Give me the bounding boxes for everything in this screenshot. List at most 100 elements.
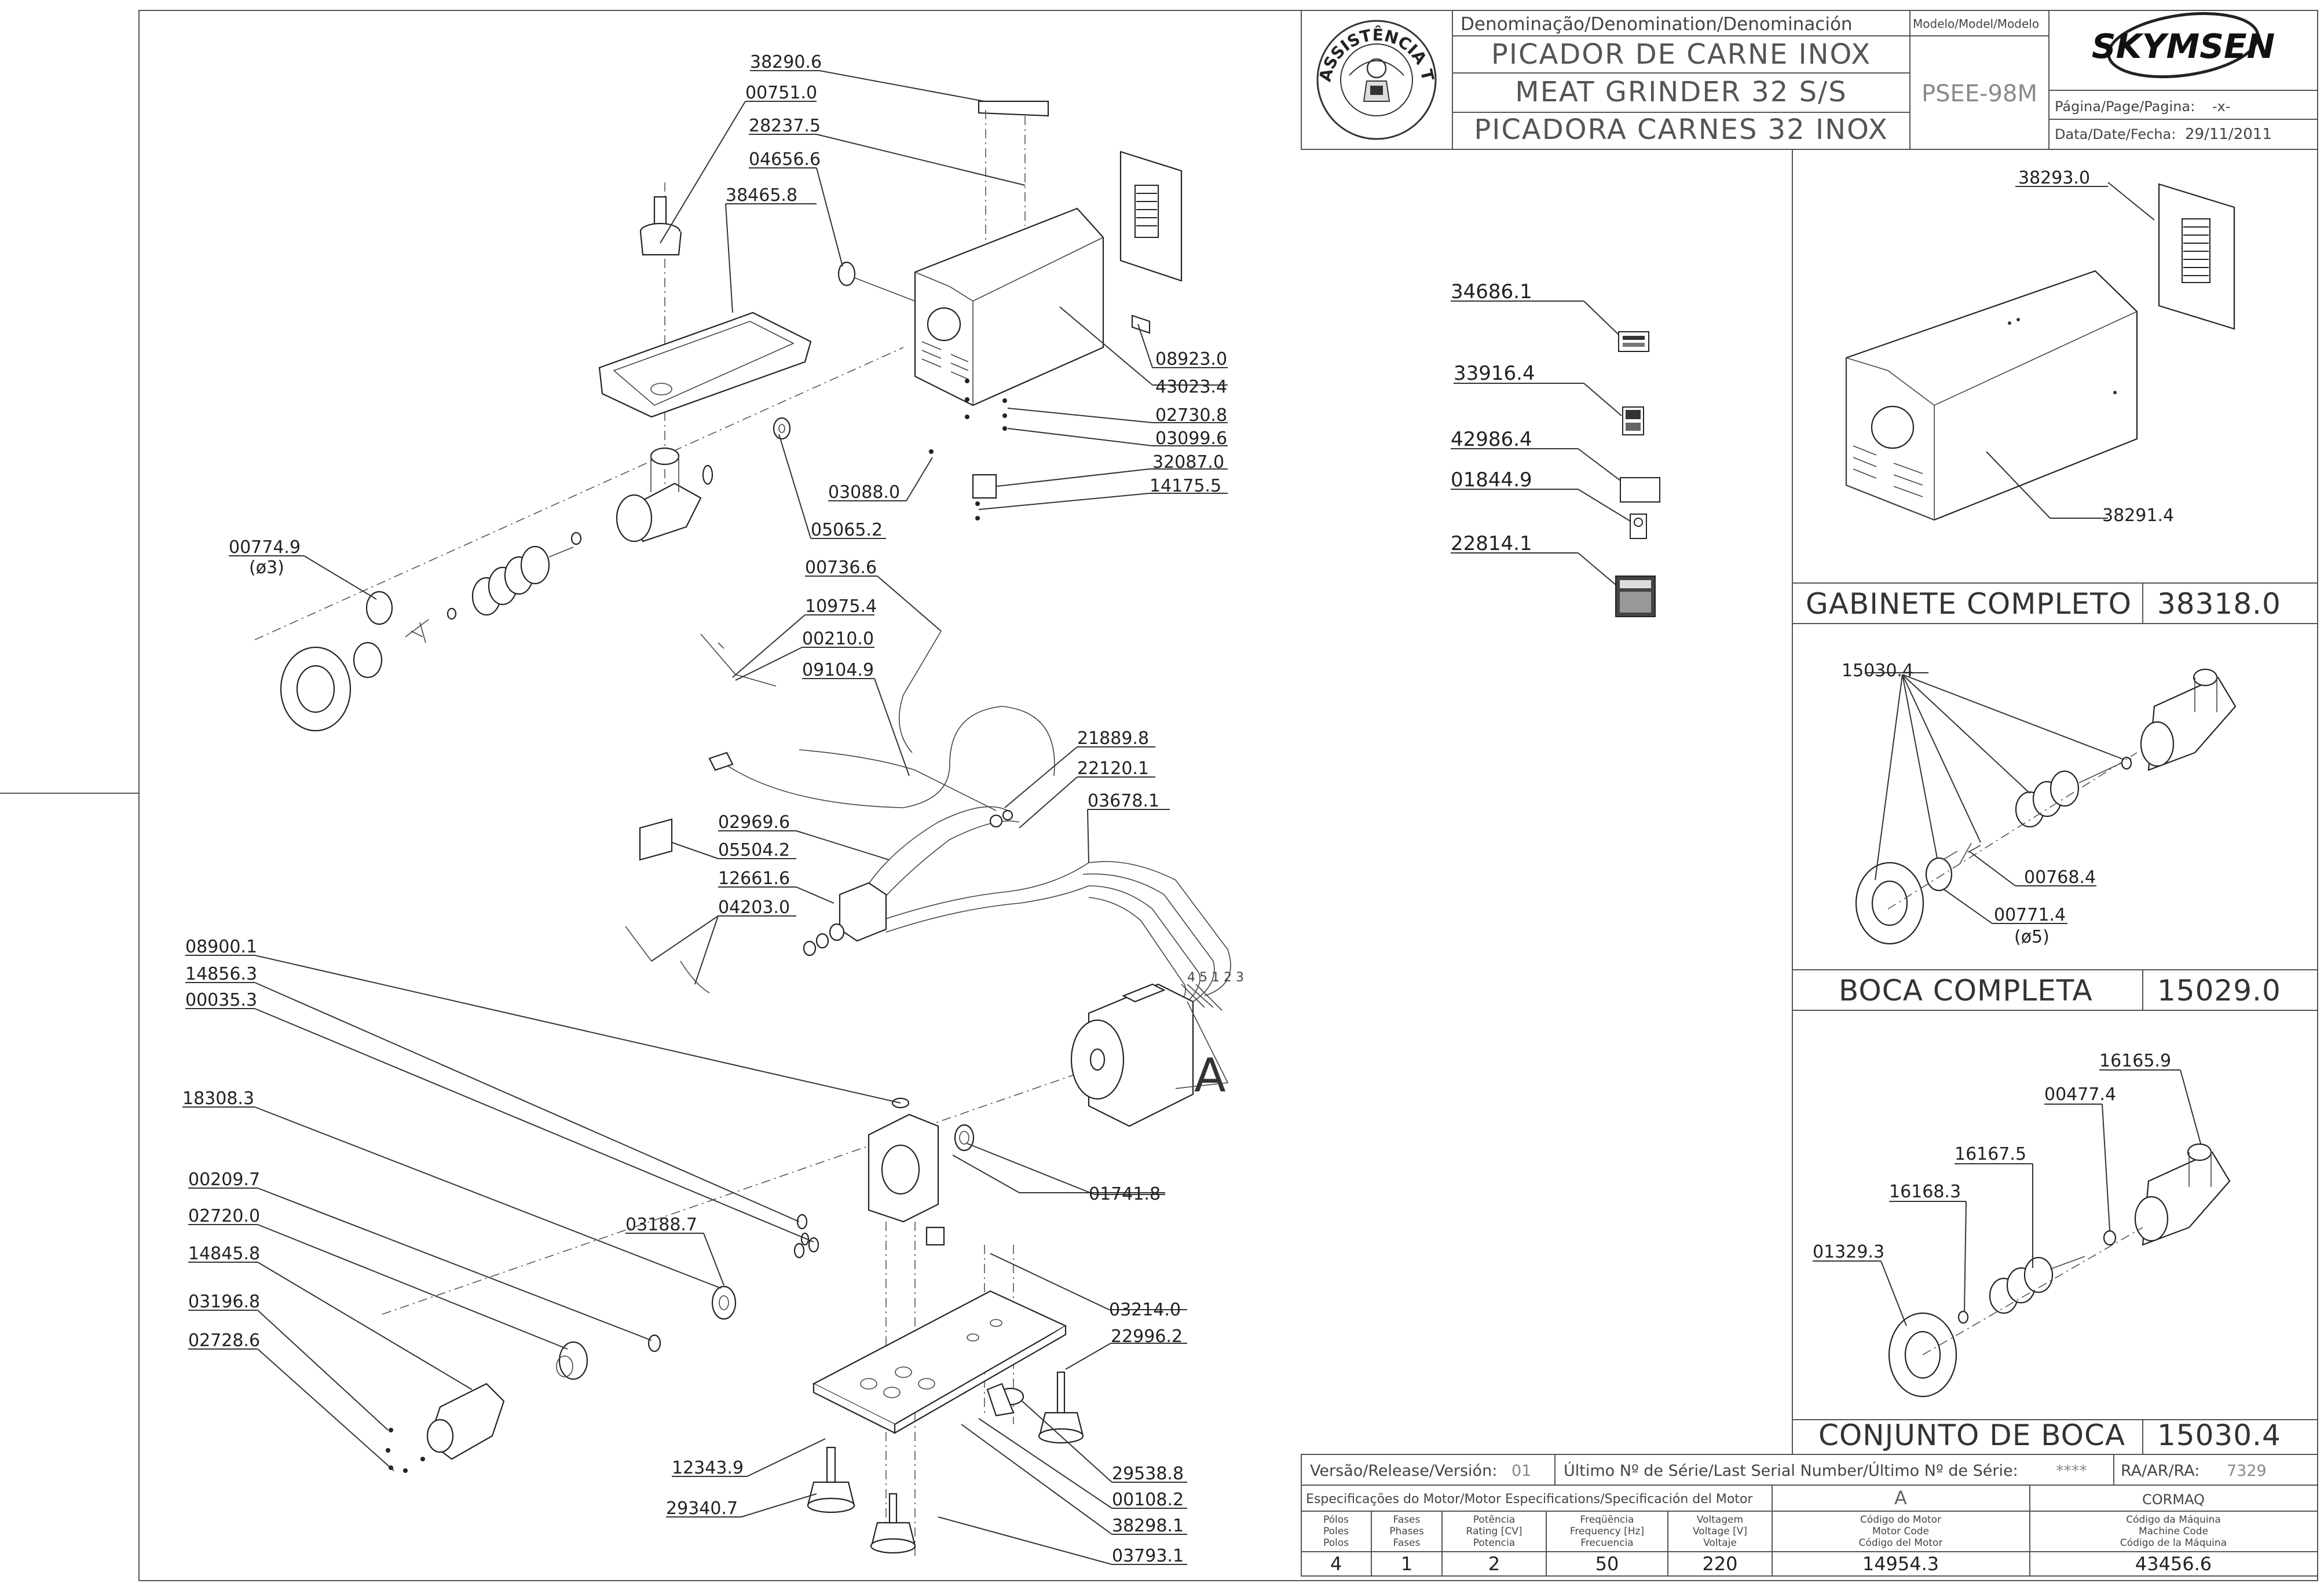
label-01741-8: 01741.8 (1089, 1184, 1161, 1204)
label-00210-0: 00210.0 (802, 629, 874, 649)
version-value: 01 (1511, 1462, 1531, 1480)
cabinet-assembly-drawing: 38293.0 38291.4 (1845, 168, 2235, 526)
label-01329-3: 01329.3 (1813, 1242, 1884, 1262)
label-00774-9: 00774.9 (229, 537, 301, 558)
motor-spec-label: Especificações do Motor/Motor Especifica… (1306, 1492, 1753, 1507)
label-12343-9: 12343.9 (672, 1458, 744, 1478)
label-10975-4: 10975.4 (805, 596, 877, 617)
svg-text:Voltagem: Voltagem (1697, 1514, 1743, 1526)
conjunto-title: CONJUNTO DE BOCA (1818, 1419, 2125, 1452)
ra-label: RA/AR/RA: (2121, 1462, 2199, 1480)
label-00108-2: 00108.2 (1112, 1490, 1184, 1510)
version-label: Versão/Release/Versión: (1310, 1462, 1497, 1480)
authorized-service-seal: ASSISTÊNCIA TÉCNICA AUTORIZADA (0, 0, 1437, 140)
serial-label: Último Nº de Série/Last Serial Number/Úl… (1564, 1461, 2018, 1480)
product-name-pt: PICADOR DE CARNE INOX (1491, 38, 1871, 71)
serial-value: **** (2056, 1462, 2087, 1480)
label-12661-6: 12661.6 (718, 868, 790, 889)
page-label: Página/Page/Pagina: (2055, 98, 2195, 115)
spec-poles: 4 (1330, 1553, 1342, 1575)
motor-letter: A (1894, 1487, 1907, 1509)
label-00736-6: 00736.6 (805, 558, 877, 578)
svg-text:Polos: Polos (1323, 1537, 1349, 1549)
title-block: ASSISTÊNCIA TÉCNICA AUTORIZADA Denominaç… (0, 0, 2318, 150)
svg-text:Código da Máquina: Código da Máquina (2126, 1514, 2221, 1526)
svg-text:Motor Code: Motor Code (1872, 1526, 1929, 1537)
label-16165-9: 16165.9 (2099, 1051, 2171, 1071)
label-02969-6: 02969.6 (718, 812, 790, 833)
label-00209-7: 00209.7 (188, 1170, 260, 1190)
spec-voltage: 220 (1702, 1553, 1737, 1575)
label-33916-4: 33916.4 (1454, 362, 1535, 385)
mouth-set-drawing: 16165.9 00477.4 16167.5 16168.3 01329.3 (1813, 1051, 2231, 1398)
label-42986-4: 42986.4 (1451, 428, 1532, 451)
spec-phases: 1 (1401, 1553, 1412, 1575)
label-21889-8: 21889.8 (1077, 728, 1149, 749)
label-29538-8: 29538.8 (1112, 1464, 1184, 1484)
label-15030-4: 15030.4 (1842, 661, 1913, 681)
svg-text:Voltaje: Voltaje (1703, 1537, 1737, 1549)
label-00751-0: 00751.0 (745, 83, 817, 103)
spec-column-headers: Pólos Poles Polos Fases Phases Fases Pot… (1323, 1514, 2227, 1549)
label-08900-1: 08900.1 (185, 937, 257, 957)
drawing-frame (138, 10, 2318, 1581)
denomination-header: Denominação/Denomination/Denominación (1461, 14, 1853, 35)
svg-text:Voltage [V]: Voltage [V] (1693, 1526, 1747, 1537)
stickers-group: 34686.1 33916.4 42986.4 01844.9 22814.1 (1451, 280, 1660, 617)
svg-text:Fases: Fases (1393, 1514, 1421, 1526)
svg-text:4 5 1 2 3: 4 5 1 2 3 (1187, 970, 1244, 985)
label-02728-6: 02728.6 (188, 1331, 260, 1351)
date-value: 29/11/2011 (2185, 126, 2272, 143)
model-header: Modelo/Model/Modelo (1913, 17, 2039, 31)
label-00477-4: 00477.4 (2044, 1084, 2116, 1105)
gabinete-code: 38318.0 (2157, 587, 2281, 621)
label-03196-8: 03196.8 (188, 1292, 260, 1312)
product-name-en: MEAT GRINDER 32 S/S (1515, 76, 1847, 108)
spec-frequency: 50 (1595, 1553, 1619, 1575)
svg-text:Freqüência: Freqüência (1580, 1514, 1634, 1526)
svg-text:SKYMSEN: SKYMSEN (2092, 27, 2275, 66)
label-22120-1: 22120.1 (1077, 758, 1149, 779)
label-03678-1: 03678.1 (1088, 791, 1159, 811)
label-00035-3: 00035.3 (185, 990, 257, 1010)
label-03214-0: 03214.0 (1109, 1300, 1181, 1320)
label-29340-7: 29340.7 (666, 1498, 738, 1519)
svg-text:Código de la Máquina: Código de la Máquina (2120, 1537, 2227, 1549)
label-16167-5: 16167.5 (1955, 1144, 2026, 1164)
mouth-assembly-drawing: 15030.4 00768.4 00771.4 (ø5) (1842, 661, 2237, 947)
motor-spec-block: Versão/Release/Versión: 01 Último Nº de … (1301, 1454, 2318, 1577)
spec-machine-code: 43456.6 (2135, 1553, 2212, 1575)
label-32087-0: 32087.0 (1152, 452, 1224, 472)
label-03793-1: 03793.1 (1112, 1546, 1184, 1566)
conjunto-code: 15030.4 (2157, 1419, 2281, 1452)
svg-text:Frecuencia: Frecuencia (1580, 1537, 1633, 1549)
svg-text:Pólos: Pólos (1323, 1514, 1349, 1526)
main-exploded-view: A 4 5 1 2 3 (182, 52, 1244, 1566)
svg-text:Poles: Poles (1323, 1526, 1349, 1537)
maker-name: CORMAQ (2142, 1491, 2205, 1508)
label-18308-3: 18308.3 (182, 1088, 254, 1109)
motor-letter-a: A (1194, 1049, 1226, 1102)
label-38293-0: 38293.0 (2018, 168, 2090, 188)
label-05065-2: 05065.2 (811, 520, 883, 540)
svg-text:Código do Motor: Código do Motor (1860, 1514, 1941, 1526)
svg-text:Código del Motor: Código del Motor (1859, 1537, 1943, 1549)
svg-text:Rating [CV]: Rating [CV] (1466, 1526, 1523, 1537)
label-08923-0: 08923.0 (1155, 349, 1227, 369)
label-34686-1: 34686.1 (1451, 280, 1532, 303)
label-38298-1: 38298.1 (1112, 1516, 1184, 1536)
label-phi5: (ø5) (2014, 927, 2049, 947)
spec-rating: 2 (1488, 1553, 1500, 1575)
svg-text:Potência: Potência (1473, 1514, 1515, 1526)
label-43023-4: 43023.4 (1155, 377, 1227, 397)
boca-code: 15029.0 (2157, 974, 2281, 1007)
label-00768-4: 00768.4 (2024, 867, 2096, 888)
label-00771-4: 00771.4 (1994, 905, 2066, 925)
label-phi3: (ø3) (249, 558, 284, 578)
svg-text:Frequency [Hz]: Frequency [Hz] (1570, 1526, 1644, 1537)
label-09104-9: 09104.9 (802, 660, 874, 680)
label-03088-0: 03088.0 (828, 482, 900, 503)
boca-title: BOCA COMPLETA (1839, 974, 2093, 1007)
label-01844-9: 01844.9 (1451, 468, 1532, 492)
